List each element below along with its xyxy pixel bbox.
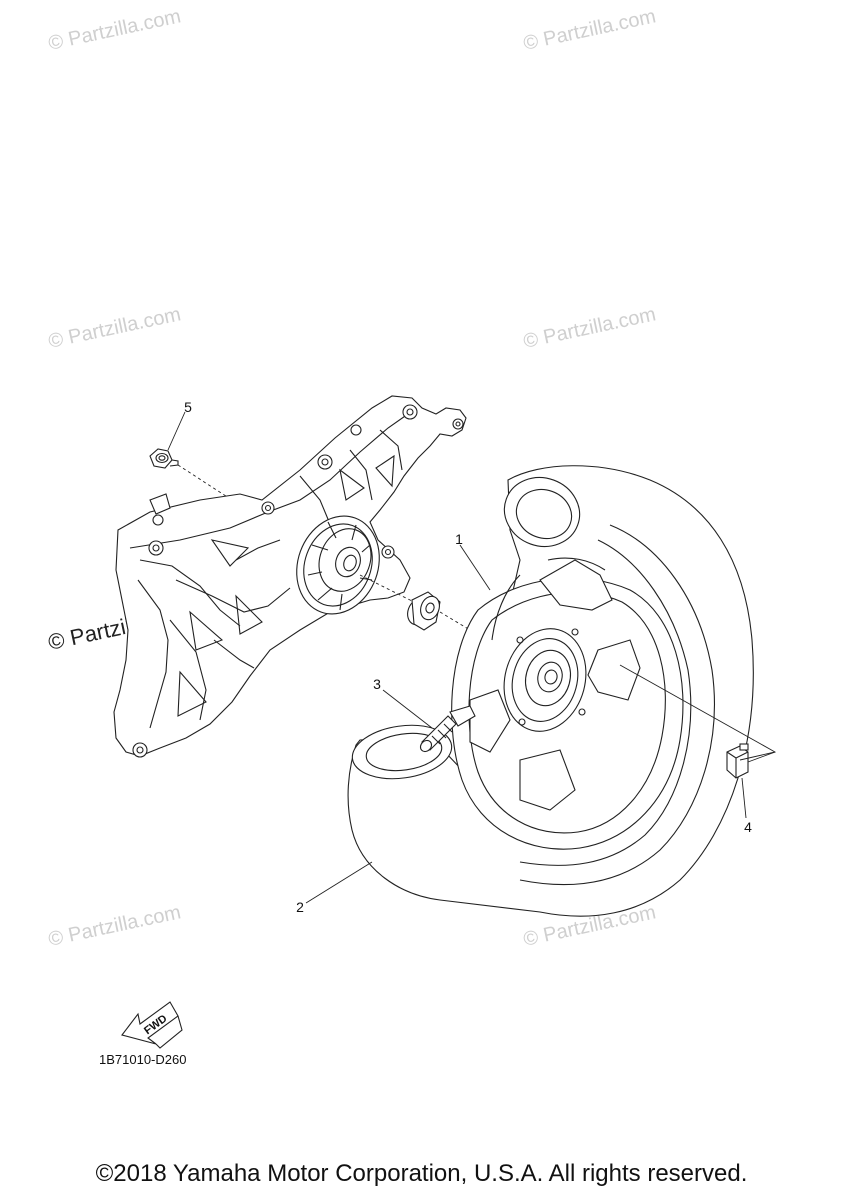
watermark: © Partzilla.com [521,5,657,55]
watermark: © Partzilla.com [46,303,182,353]
watermark: © Partzilla.com [46,5,182,55]
swing-arm-bracket [113,395,467,758]
watermark: © Partzilla.com [521,303,657,353]
collar-part [407,591,441,631]
wheel-part [451,557,684,850]
callout-2: 2 [296,899,304,915]
callout-3: 3 [373,676,381,692]
drawing-code: 1B71010-D260 [99,1052,186,1067]
balance-weight-part [726,743,749,779]
fwd-arrow-icon: FWD [121,1001,183,1049]
callout-4: 4 [744,819,752,835]
callout-5: 5 [184,399,192,415]
watermark: © Partzilla.com [46,901,182,951]
callout-1: 1 [455,531,463,547]
copyright-notice: ©2018 Yamaha Motor Corporation, U.S.A. A… [95,1160,748,1187]
nut-part [149,448,179,469]
leader-lines [167,411,777,904]
valve-part [419,705,476,753]
hub [296,515,380,615]
